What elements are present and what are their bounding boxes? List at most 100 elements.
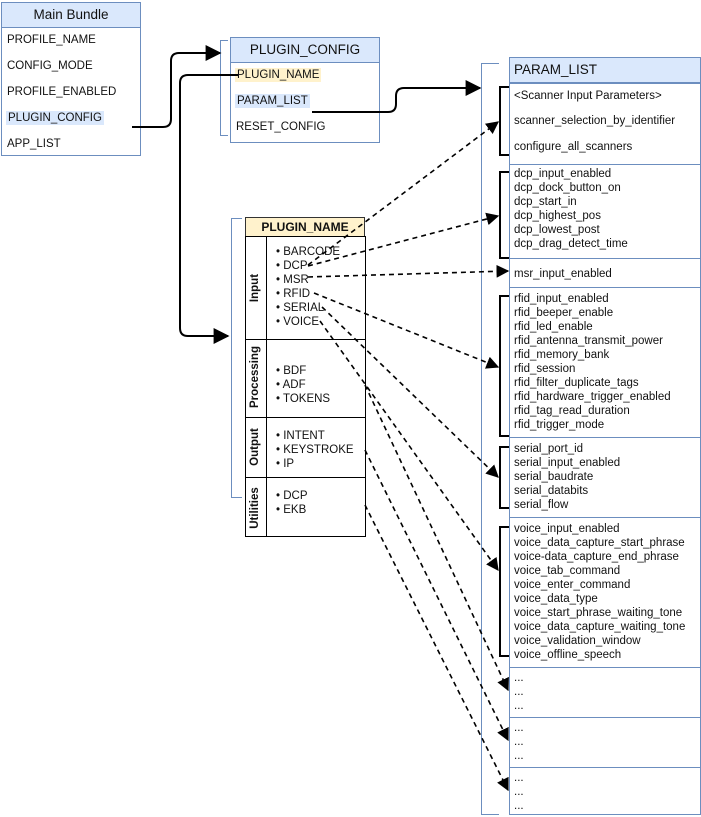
- param-item: ...: [514, 672, 524, 684]
- param-item: msr_input_enabled: [514, 268, 612, 280]
- main-bundle-item-profile-name: PROFILE_NAME: [7, 34, 96, 46]
- arrow-pluginconfig: [132, 45, 222, 128]
- ellipsis-params: ... ... ...: [514, 671, 524, 713]
- param-section-serial: serial_port_id serial_input_enabled seri…: [510, 437, 700, 517]
- arrow-output-params: [364, 449, 509, 742]
- utilities-list: • DCP • EKB: [276, 489, 308, 517]
- serial-params: serial_port_id serial_input_enabled seri…: [514, 442, 620, 512]
- param-item: voice_enter_command: [514, 579, 631, 591]
- param-section-rfid: rfid_input_enabled rfid_beeper_enable rf…: [510, 287, 700, 437]
- param-item: ...: [514, 700, 524, 712]
- main-bundle-title: Main Bundle: [1, 2, 141, 28]
- param-item: voice_data_capture_start_phrase: [514, 537, 685, 549]
- param-item: rfid_hardware_trigger_enabled: [514, 391, 671, 403]
- arrow-rfid-params: [313, 292, 500, 369]
- param-item: serial_databits: [514, 485, 589, 497]
- arrow-paramlist: [312, 80, 482, 113]
- param-section-msr: msr_input_enabled: [510, 258, 700, 288]
- bracket-dcp: [499, 171, 509, 259]
- output-list: • INTENT • KEYSTROKE • IP: [276, 429, 354, 471]
- param-item: voice_input_enabled: [514, 523, 620, 535]
- param-section-dcp: dcp_input_enabled dcp_dock_button_on dcp…: [510, 164, 700, 258]
- dcp-params: dcp_input_enabled dcp_dock_button_on dcp…: [514, 167, 628, 251]
- param-list-bracket: [481, 63, 499, 815]
- main-bundle-item-config-mode: CONFIG_MODE: [7, 60, 93, 72]
- param-item: rfid_session: [514, 363, 576, 375]
- list-item-intent: • INTENT: [276, 430, 325, 442]
- list-item-voice: • VOICE: [276, 316, 320, 328]
- param-item: ...: [514, 786, 524, 798]
- list-item-serial: • SERIAL: [276, 302, 325, 314]
- list-item-dcp-utility: • DCP: [276, 490, 308, 502]
- plugin-config-item-plugin-name: PLUGIN_NAME: [235, 68, 322, 82]
- arrow-pluginname: [179, 74, 238, 344]
- bracket-rfid: [499, 295, 509, 437]
- main-bundle-item-plugin-config: PLUGIN_CONFIG: [6, 111, 104, 125]
- rfid-params: rfid_input_enabled rfid_beeper_enable rf…: [514, 292, 671, 432]
- divider: [246, 477, 365, 478]
- divider: [246, 417, 365, 418]
- param-item: rfid_memory_bank: [514, 349, 610, 361]
- param-item: voice_tab_command: [514, 565, 621, 577]
- param-item: dcp_dock_button_on: [514, 182, 621, 194]
- plugin-config-item-reset-config: RESET_CONFIG: [236, 121, 326, 133]
- plugin-config-box: PLUGIN_CONFIG PLUGIN_NAME PARAM_LIST RES…: [230, 37, 380, 143]
- plugin-config-bracket: [220, 40, 228, 136]
- param-section-more-3: ... ... ...: [510, 767, 700, 815]
- arrow-dcp-params: [307, 212, 500, 267]
- ellipsis-params: ... ... ...: [514, 721, 524, 763]
- param-item: dcp_highest_pos: [514, 210, 601, 222]
- param-item: <Scanner Input Parameters>: [514, 90, 662, 102]
- divider: [246, 339, 365, 340]
- list-item-ekb: • EKB: [276, 504, 307, 516]
- param-list-title: PARAM_LIST: [509, 57, 701, 83]
- param-item: serial_baudrate: [514, 471, 594, 483]
- param-item: rfid_filter_duplicate_tags: [514, 377, 639, 389]
- param-item: voice_validation_window: [514, 635, 641, 647]
- param-item: voice-data_capture_end_phrase: [514, 551, 679, 563]
- plugin-name-bracket: [231, 218, 242, 498]
- param-section-voice: voice_input_enabled voice_data_capture_s…: [510, 517, 700, 667]
- bracket-scanner: [499, 86, 509, 156]
- param-section-scanner: <Scanner Input Parameters> scanner_selec…: [510, 83, 700, 166]
- param-item: rfid_tag_read_duration: [514, 405, 630, 417]
- main-bundle-item-app-list: APP_LIST: [7, 138, 61, 150]
- plugin-config-item-param-list: PARAM_LIST: [235, 94, 310, 108]
- param-section-more-1: ... ... ...: [510, 667, 700, 717]
- param-item: voice_start_phrase_waiting_tone: [514, 607, 683, 619]
- param-item: dcp_input_enabled: [514, 168, 612, 180]
- param-item: ...: [514, 736, 524, 748]
- list-item-tokens: • TOKENS: [276, 393, 331, 405]
- label-column-divider: [266, 237, 267, 536]
- param-item: voice_data_type: [514, 593, 598, 605]
- input-list: • BARCODE • DCP • MSR • RFID • SERIAL • …: [276, 245, 340, 329]
- param-item: rfid_input_enabled: [514, 293, 609, 305]
- param-item: ...: [514, 686, 524, 698]
- param-item: rfid_trigger_mode: [514, 419, 605, 431]
- bracket-serial: [499, 446, 509, 509]
- arrow-utilities-params: [364, 504, 509, 792]
- param-item: serial_input_enabled: [514, 457, 621, 469]
- list-item-ip: • IP: [276, 458, 295, 470]
- list-item-bdf: • BDF: [276, 365, 307, 377]
- param-item: dcp_start_in: [514, 196, 577, 208]
- param-item: voice_data_capture_waiting_tone: [514, 621, 686, 633]
- arrow-processing-params: [364, 384, 509, 692]
- param-item: ...: [514, 800, 524, 812]
- main-bundle-item-profile-enabled: PROFILE_ENABLED: [7, 86, 117, 98]
- list-item-keystroke: • KEYSTROKE: [276, 444, 354, 456]
- list-item-msr: • MSR: [276, 274, 309, 286]
- list-item-dcp: • DCP: [276, 260, 308, 272]
- param-item: serial_flow: [514, 499, 569, 511]
- main-bundle-box: Main Bundle PROFILE_NAME CONFIG_MODE PRO…: [1, 2, 141, 156]
- plugin-config-title: PLUGIN_CONFIG: [230, 37, 380, 63]
- param-item: serial_port_id: [514, 443, 584, 455]
- ellipsis-params: ... ... ...: [514, 771, 524, 813]
- param-item: ...: [514, 722, 524, 734]
- arrow-barcode-params: [307, 121, 500, 266]
- param-item: voice_offline_speech: [514, 649, 622, 661]
- param-item: dcp_drag_detect_time: [514, 238, 628, 250]
- list-item-adf: • ADF: [276, 379, 306, 391]
- param-item: ...: [514, 772, 524, 784]
